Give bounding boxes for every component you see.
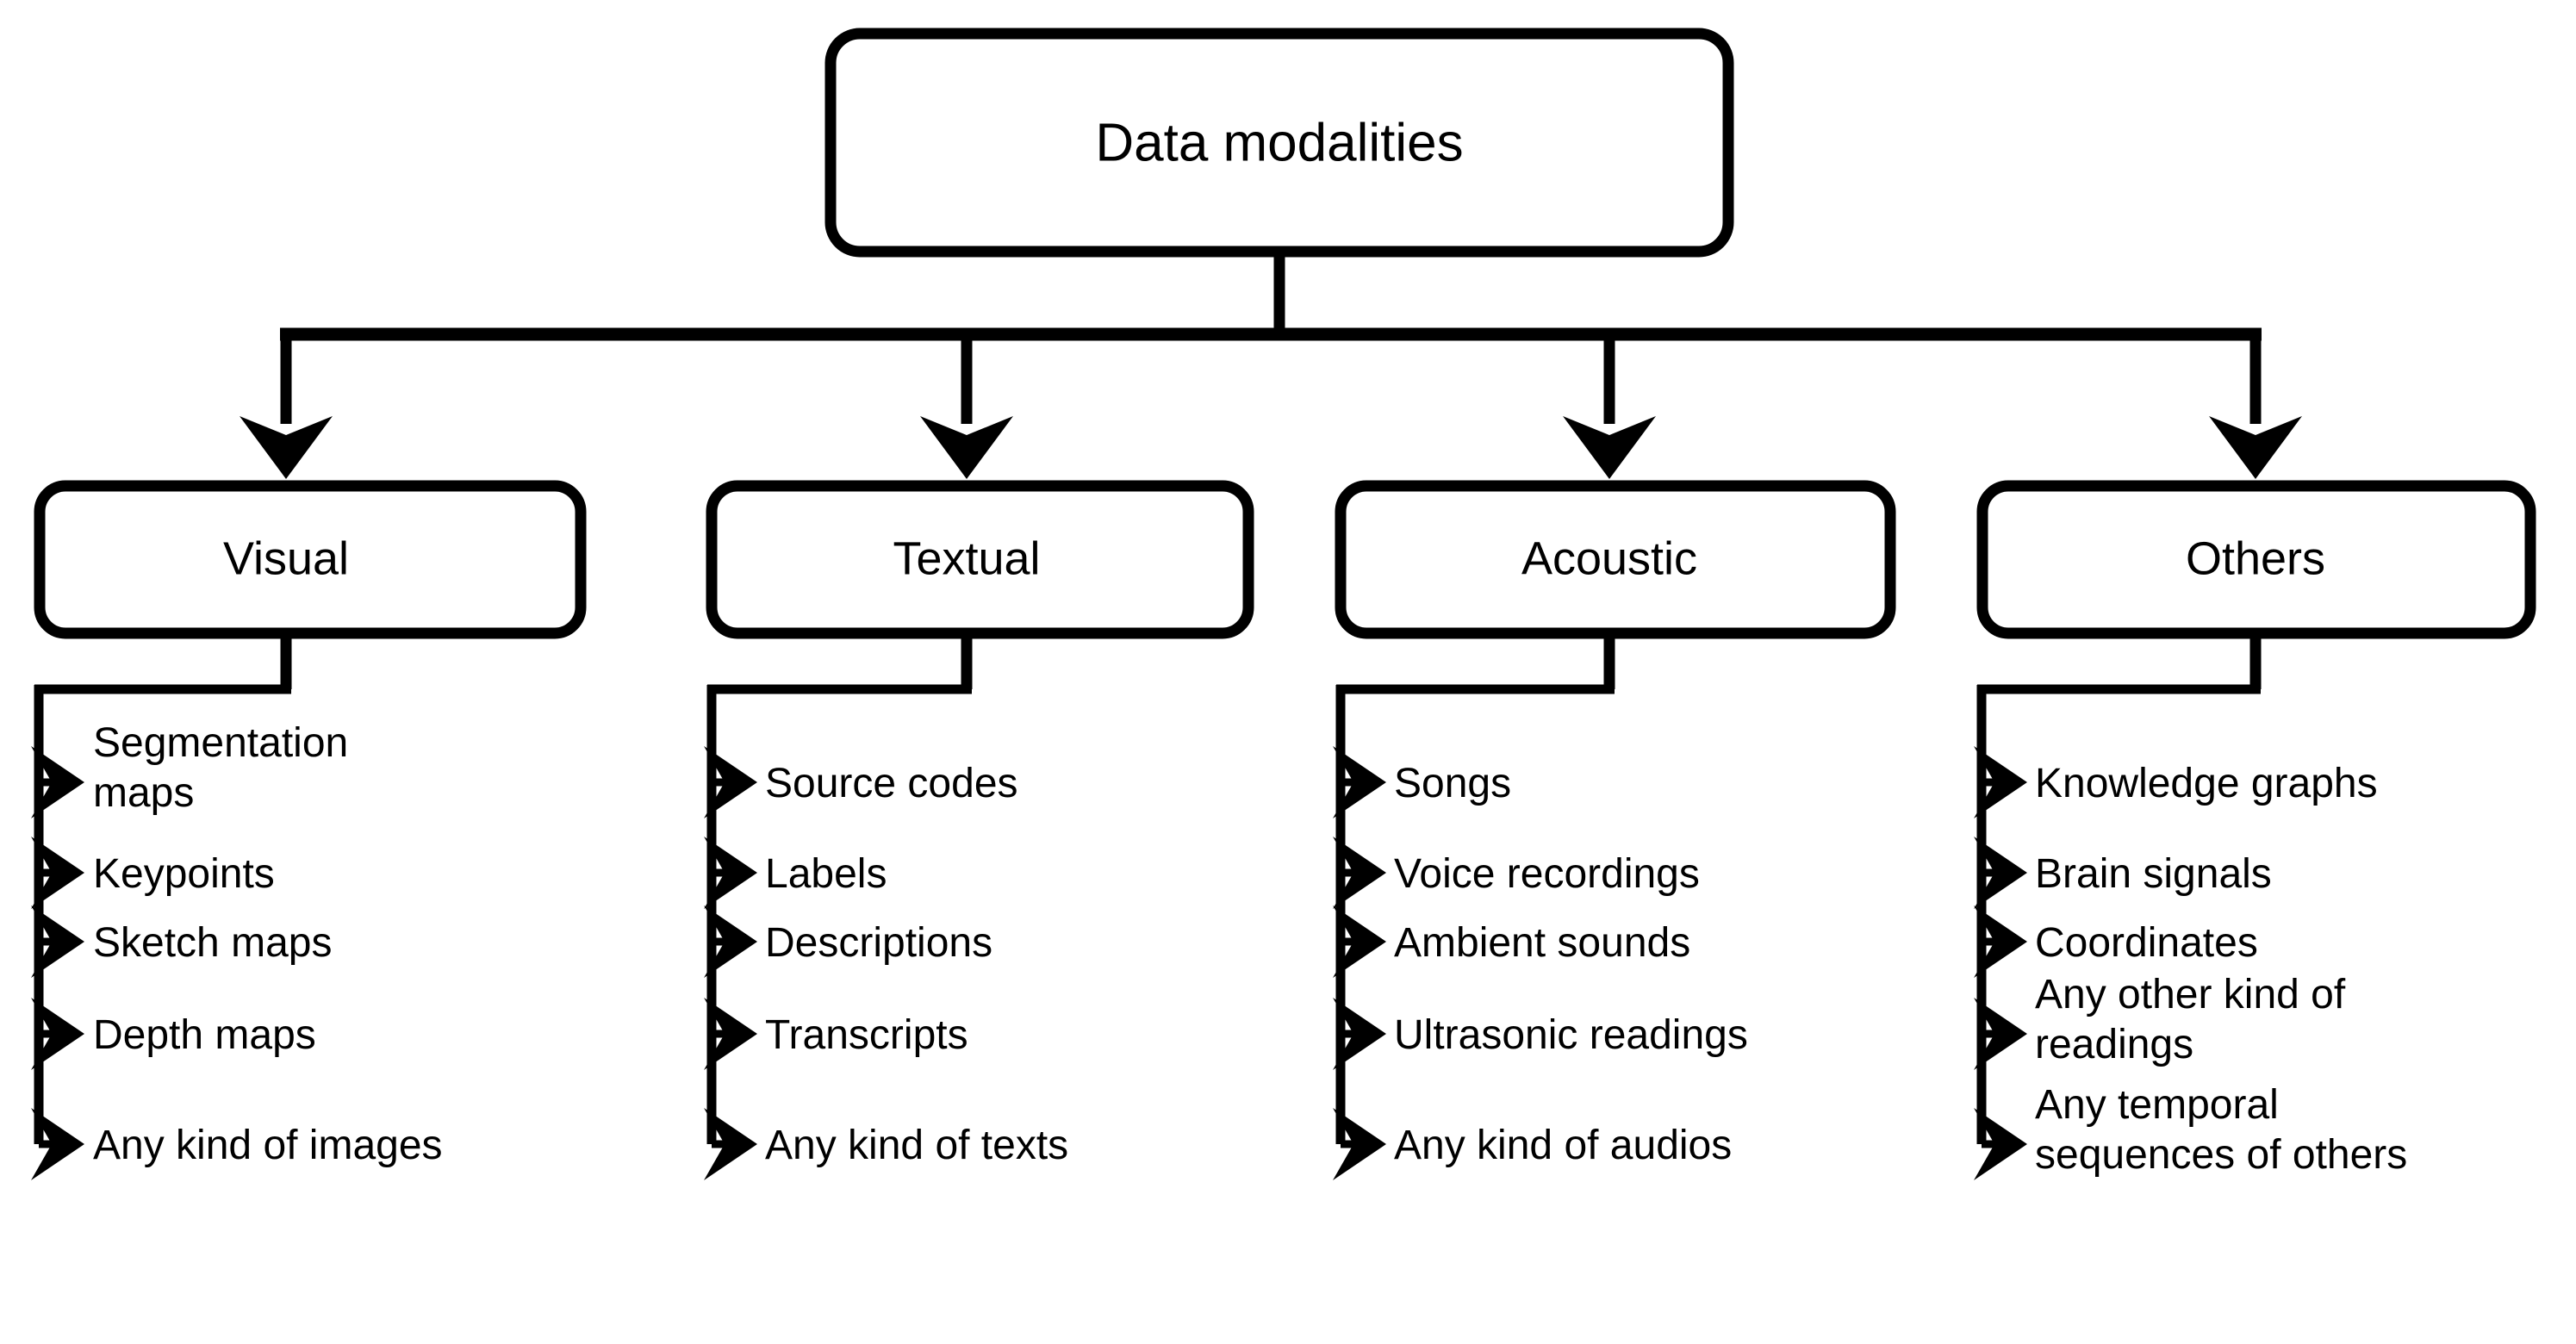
leaf-list-acoustic: Songs Voice recordings Ambient sounds Ul…	[1394, 761, 1748, 1168]
leaf-item[interactable]: Segmentation maps	[93, 720, 360, 816]
leaf-item[interactable]: Descriptions	[765, 920, 992, 966]
leaf-arrowhead-others-0	[1974, 746, 2027, 818]
leaf-arrowhead-textual-4	[704, 1108, 757, 1180]
category-label-visual: Visual	[223, 532, 349, 584]
leaf-arrowhead-others-1	[1974, 837, 2027, 909]
leaf-arrowhead-acoustic-4	[1333, 1108, 1386, 1180]
category-box-acoustic	[1335, 480, 1896, 639]
leaf-arrowhead-visual-0	[31, 746, 84, 818]
root-box-shape	[824, 28, 1734, 258]
leaf-arrowhead-acoustic-3	[1333, 998, 1386, 1070]
leaf-item[interactable]: Sketch maps	[93, 920, 332, 966]
leaf-item[interactable]: Source codes	[765, 761, 1018, 806]
leaf-arrowhead-visual-4	[31, 1108, 84, 1180]
category-label-acoustic: Acoustic	[1521, 532, 1697, 584]
leaf-arrowhead-acoustic-1	[1333, 837, 1386, 909]
leaf-item[interactable]: Depth maps	[93, 1012, 316, 1058]
leaf-item[interactable]: Ambient sounds	[1394, 920, 1690, 966]
leaf-arrowhead-acoustic-2	[1333, 905, 1386, 978]
leaf-arrowhead-visual-3	[31, 998, 84, 1070]
rail-acoustic	[1333, 633, 1615, 1180]
leaf-arrowhead-visual-2	[31, 905, 84, 978]
leaf-arrowhead-visual-1	[31, 837, 84, 909]
root-label: Data modalities	[1095, 113, 1463, 172]
category-box-visual	[34, 480, 587, 639]
category-box-textual	[706, 480, 1254, 639]
leaf-arrowhead-acoustic-0	[1333, 746, 1386, 818]
leaf-arrowhead-textual-1	[704, 837, 757, 909]
leaf-arrowhead-textual-3	[704, 998, 757, 1070]
leaf-item[interactable]: Coordinates	[2035, 920, 2258, 966]
leaf-arrowhead-others-4	[1974, 1108, 2027, 1180]
node-category-textual[interactable]: Textual	[706, 480, 1254, 639]
arrowhead-visual	[240, 416, 333, 479]
leaf-list-others: Knowledge graphs Brain signals Coordinat…	[2035, 761, 2407, 1178]
leaf-item[interactable]: Any temporal sequences of others	[2035, 1082, 2407, 1178]
arrowhead-acoustic	[1563, 416, 1656, 479]
leaf-item[interactable]: Knowledge graphs	[2035, 761, 2378, 806]
leaf-item[interactable]: Any kind of audios	[1394, 1123, 1732, 1168]
leaf-list-textual: Source codes Labels Descriptions Transcr…	[765, 761, 1068, 1168]
leaf-list-visual: Segmentation maps Keypoints Sketch maps …	[93, 720, 443, 1168]
leaf-item[interactable]: Any kind of texts	[765, 1123, 1068, 1168]
node-category-visual[interactable]: Visual	[34, 480, 587, 639]
leaf-arrowhead-others-3	[1974, 998, 2027, 1070]
node-category-acoustic[interactable]: Acoustic	[1335, 480, 1896, 639]
root-connectors	[240, 250, 2302, 479]
leaf-arrowhead-others-2	[1974, 905, 2027, 978]
arrowhead-textual	[920, 416, 1013, 479]
leaf-item[interactable]: Voice recordings	[1394, 851, 1700, 897]
category-label-others: Others	[2186, 532, 2325, 584]
leaf-item[interactable]: Ultrasonic readings	[1394, 1012, 1748, 1058]
leaf-arrowhead-textual-2	[704, 905, 757, 978]
leaf-item[interactable]: Brain signals	[2035, 851, 2272, 897]
node-category-others[interactable]: Others	[1976, 480, 2536, 639]
category-label-textual: Textual	[893, 532, 1040, 584]
leaf-item[interactable]: Keypoints	[93, 851, 275, 897]
arrowhead-others	[2209, 416, 2302, 479]
leaf-item[interactable]: Songs	[1394, 761, 1511, 806]
rail-visual	[31, 633, 292, 1180]
rail-textual	[704, 633, 973, 1180]
leaf-arrowhead-textual-0	[704, 746, 757, 818]
leaf-item[interactable]: Any kind of images	[93, 1123, 443, 1168]
leaf-item[interactable]: Transcripts	[765, 1012, 968, 1058]
rail-others	[1974, 633, 2262, 1180]
leaf-item[interactable]: Any other kind of readings	[2035, 972, 2357, 1067]
node-root[interactable]: Data modalities	[824, 28, 1734, 258]
leaf-item[interactable]: Labels	[765, 851, 887, 897]
